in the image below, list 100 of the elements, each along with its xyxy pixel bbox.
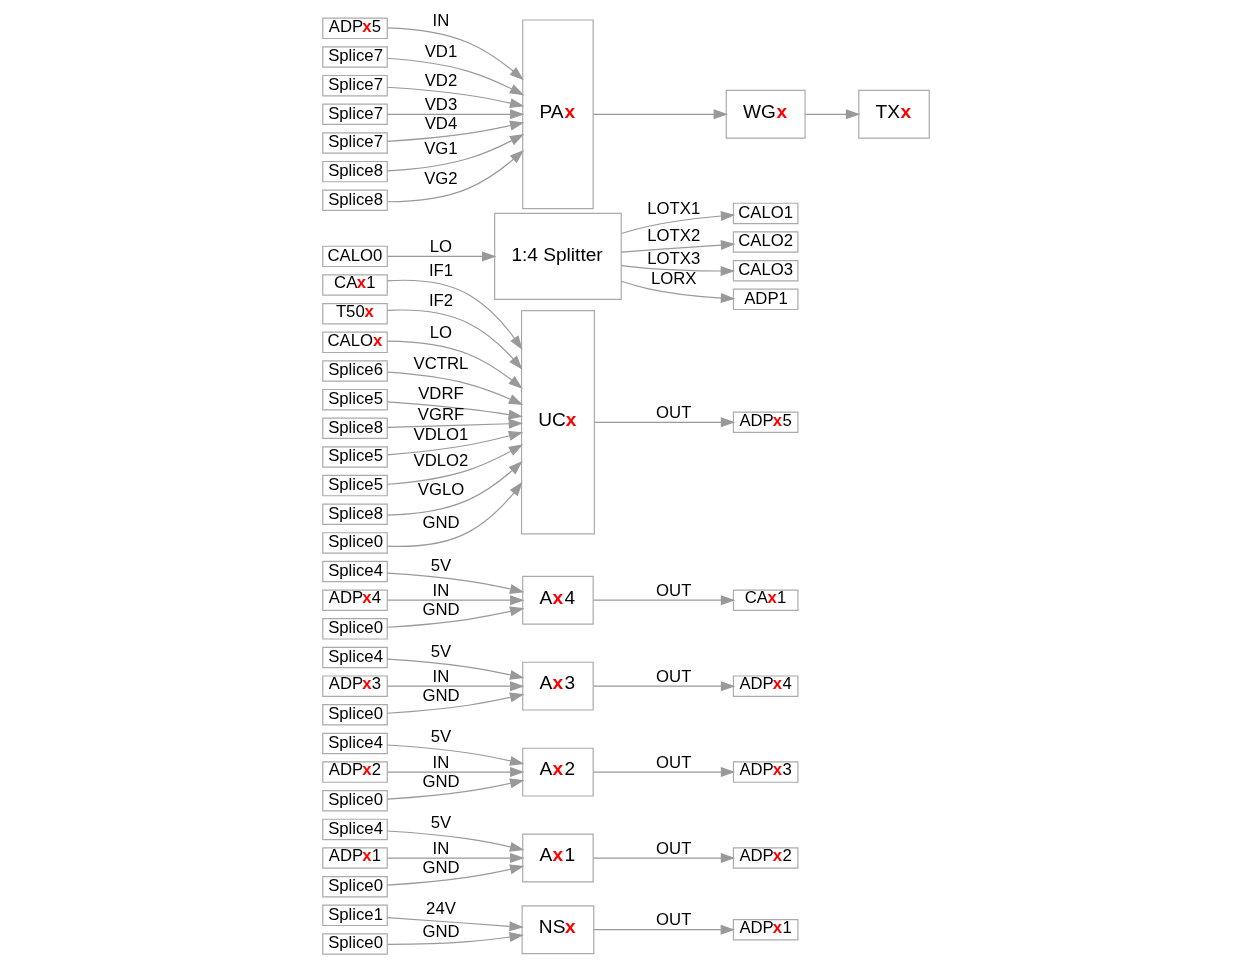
node-box: Splice7 (321, 74, 388, 97)
edge-label: LOTX3 (646, 248, 700, 268)
node-box: ADPx2 (732, 847, 798, 869)
node-box: Splice5 (321, 446, 388, 468)
node-box: Ax1 (521, 833, 594, 883)
edge-label: LORX (650, 269, 696, 289)
arrow (386, 481, 523, 548)
arrow (386, 57, 524, 96)
arrow (386, 340, 523, 389)
edge-label: VGLO (417, 480, 464, 500)
arrow (386, 109, 524, 120)
edge-label: GND (421, 771, 460, 791)
edge-label: GND (421, 922, 460, 942)
arrow (592, 853, 735, 864)
node-box: Splice7 (321, 46, 388, 68)
arrow (386, 251, 496, 262)
arrow (386, 595, 524, 606)
node-box: Splice4 (321, 560, 388, 583)
edge-label: LO (429, 236, 452, 256)
arrow (620, 240, 735, 253)
arrow (386, 309, 522, 370)
edge-label: 5V (430, 813, 451, 833)
node-box: CALO3 (732, 259, 798, 282)
arrow (386, 418, 523, 429)
node-box: ADPx1 (321, 847, 388, 869)
edge-label: IN (432, 666, 449, 686)
arrow (386, 401, 523, 420)
arrow (386, 864, 524, 886)
node-box: ADPx3 (321, 675, 388, 697)
arrow (592, 767, 735, 778)
node-box: Ax2 (521, 747, 594, 797)
arrow (804, 109, 860, 120)
edge-label: VD1 (424, 42, 457, 62)
node-box: Splice4 (321, 646, 388, 669)
arrow (386, 767, 524, 778)
arrow (386, 431, 523, 456)
node-box: UCx (520, 310, 595, 535)
edge-label: VD3 (424, 94, 457, 114)
arrow (386, 692, 524, 714)
node-box: Splice8 (321, 160, 388, 183)
node-box: 1:4 Splitter (493, 212, 622, 300)
node-box: CALO2 (732, 231, 798, 253)
node-box: CALO0 (321, 245, 388, 268)
edge-label: VD2 (424, 70, 457, 90)
node-box: Splice8 (321, 503, 388, 525)
node-box: Splice1 (321, 904, 388, 927)
node-box: Splice7 (321, 132, 388, 154)
arrow (386, 27, 524, 81)
node-box: Splice7 (321, 103, 388, 126)
node-box: Splice5 (321, 388, 388, 411)
arrow (620, 280, 735, 304)
edge-label: IN (432, 580, 449, 600)
node-box: CAx1 (321, 274, 388, 296)
node-box: Splice4 (321, 818, 388, 841)
edge-label: VDLO2 (413, 450, 468, 470)
arrow (386, 120, 524, 142)
edge-label: GND (421, 857, 460, 877)
edge-label: OUT (655, 666, 691, 686)
edge-label: OUT (655, 910, 691, 930)
edge-label: VG2 (423, 168, 458, 188)
node-box: Splice0 (321, 933, 388, 955)
arrow (386, 932, 524, 945)
arrow (386, 917, 524, 932)
edge-label: IF2 (428, 290, 453, 310)
arrow (592, 595, 735, 606)
node-box: ADPx4 (732, 675, 798, 697)
arrow (386, 572, 524, 594)
arrow (593, 417, 735, 428)
arrow (386, 681, 524, 692)
edge-label: LOTX1 (646, 198, 700, 218)
arrow (620, 265, 735, 276)
edge-label: GND (421, 512, 460, 532)
node-box: Splice6 (321, 360, 388, 382)
edge-label: LOTX2 (646, 226, 700, 246)
node-box: Splice8 (321, 189, 388, 211)
arrow (386, 853, 524, 864)
node-box: ADP1 (732, 288, 798, 311)
edge-label: IF1 (428, 260, 453, 280)
edge-label: GND (421, 685, 460, 705)
node-box: CALOx (321, 331, 388, 354)
edge-label: OUT (655, 402, 691, 422)
node-box: TXx (857, 89, 930, 139)
node-box: ADPx4 (321, 589, 388, 611)
edge-label: 5V (430, 641, 451, 661)
edge-label: OUT (655, 752, 691, 772)
arrow (386, 444, 523, 485)
node-box: Splice0 (321, 875, 388, 898)
node-box: PAx (521, 19, 594, 210)
node-box: ADPx5 (732, 411, 798, 434)
edge-label: VDRF (417, 383, 464, 403)
node-box: Ax4 (521, 575, 594, 625)
arrow (386, 134, 524, 172)
edge-label: IN (432, 838, 449, 858)
node-box: Splice4 (321, 732, 388, 755)
node-box: CALO1 (732, 202, 798, 225)
node-box: Splice8 (321, 417, 388, 440)
arrow (386, 606, 524, 628)
edge-label: OUT (655, 580, 691, 600)
arrow (592, 681, 735, 692)
arrow (386, 778, 524, 800)
